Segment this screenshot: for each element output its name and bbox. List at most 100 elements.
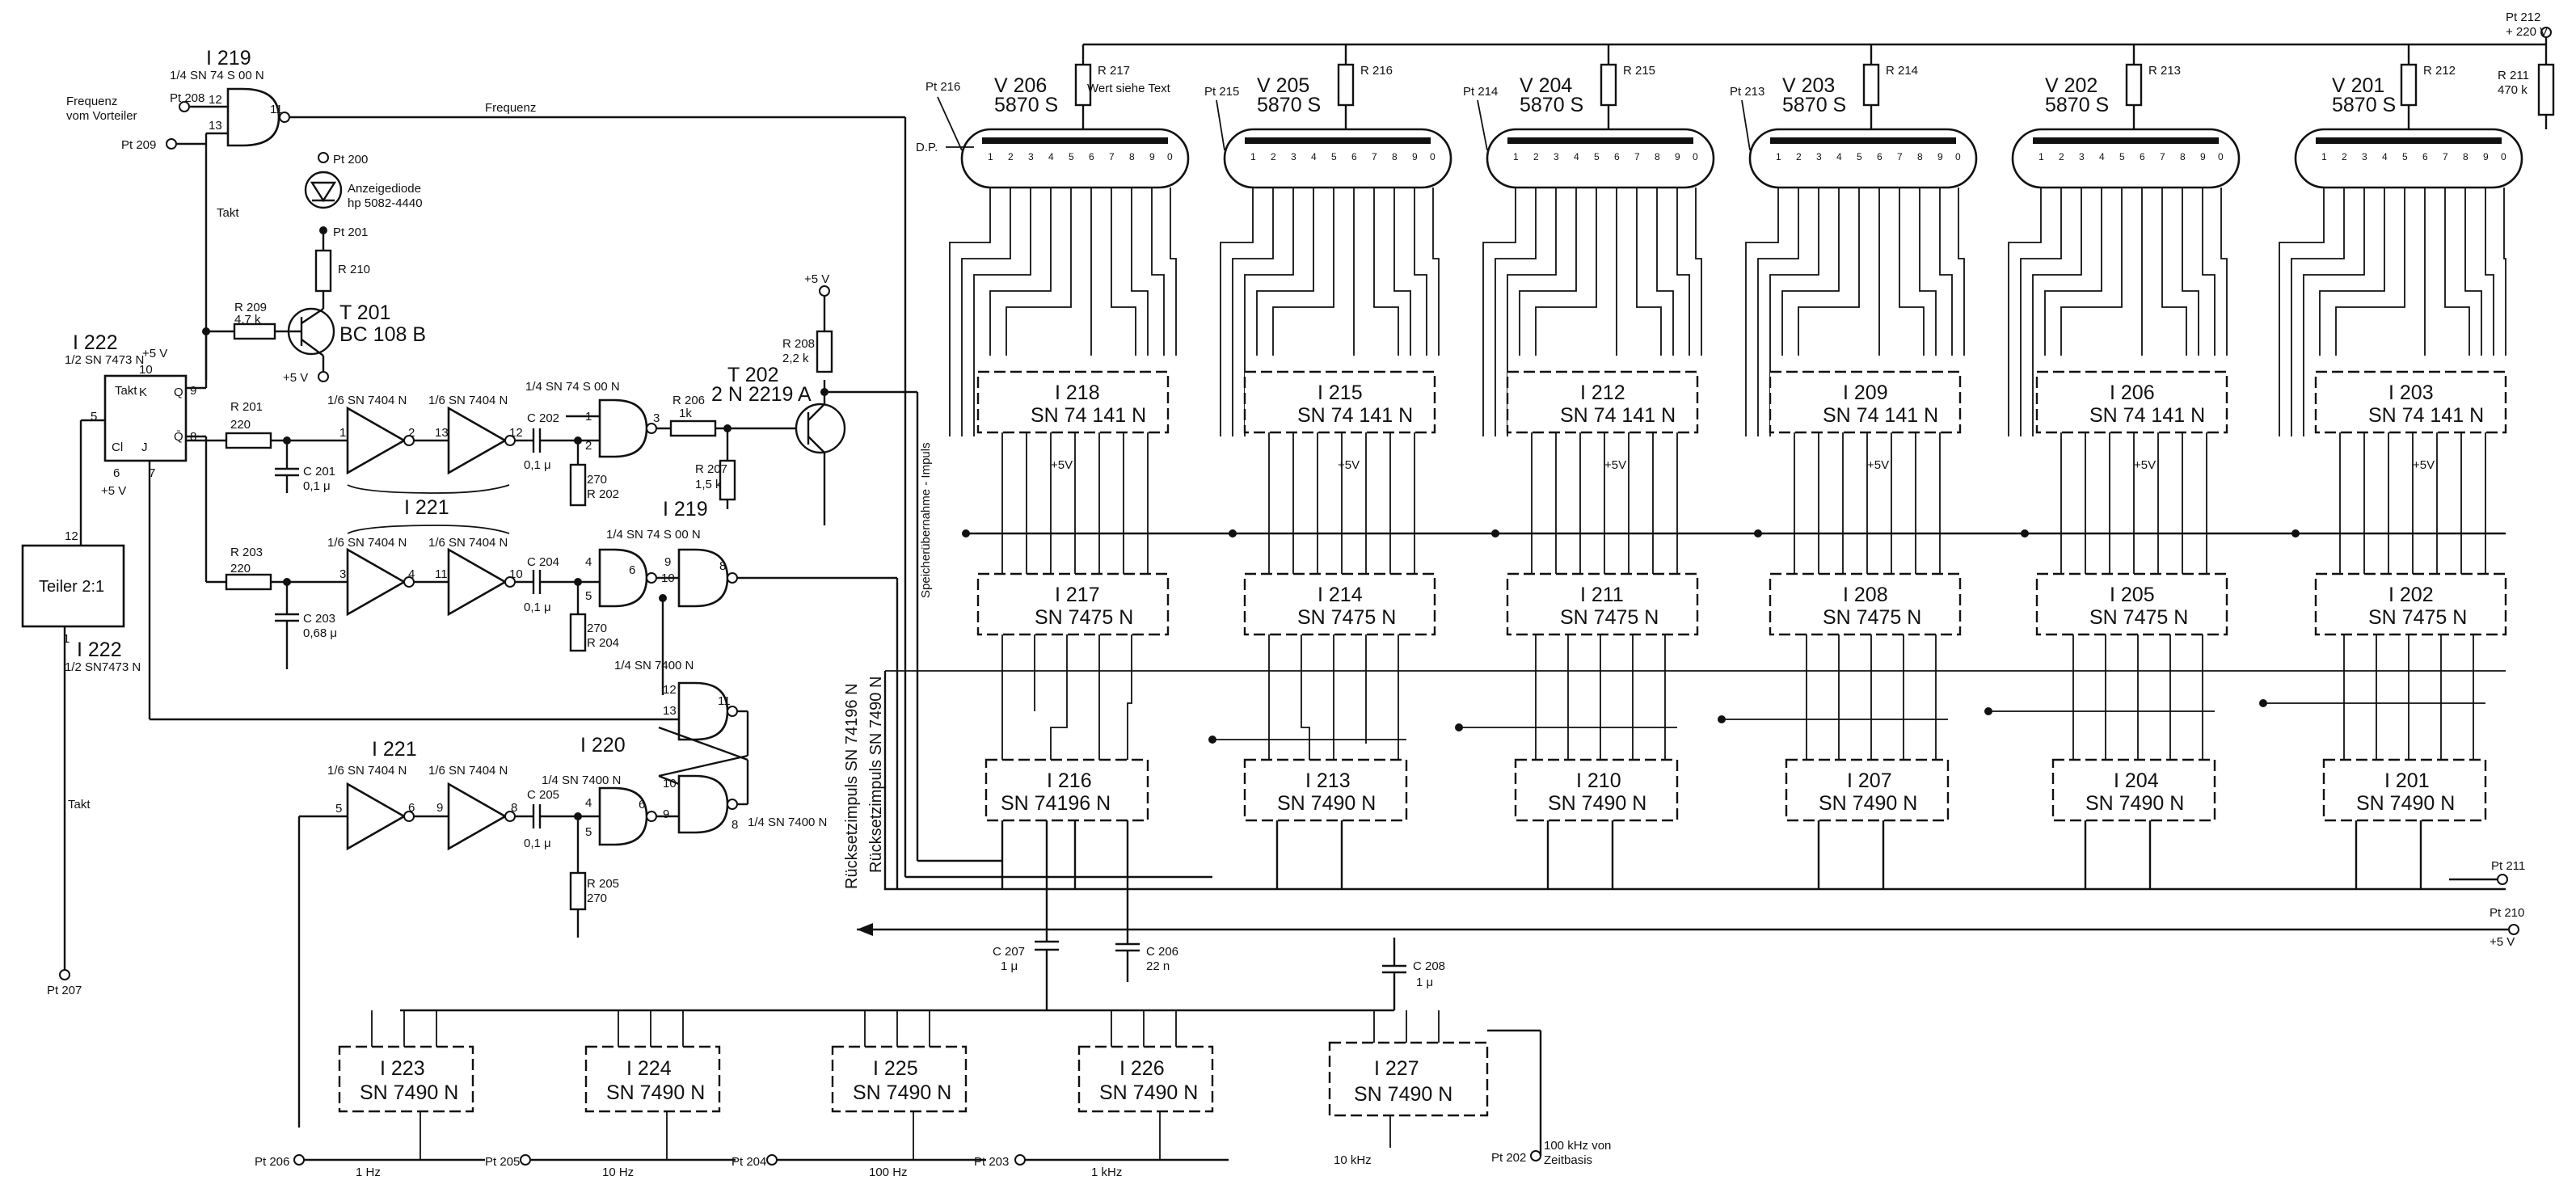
- svg-text:I 216: I 216: [1047, 769, 1092, 792]
- svg-text:+5V: +5V: [1867, 458, 1889, 472]
- tube-id: V 206: [994, 74, 1047, 97]
- svg-text:9: 9: [2483, 151, 2489, 162]
- svg-text:I 214: I 214: [1318, 584, 1363, 606]
- svg-text:K: K: [139, 386, 147, 399]
- anode-resistor: [2125, 63, 2143, 107]
- svg-text:10 Hz: 10 Hz: [602, 1166, 634, 1179]
- svg-text:5: 5: [2402, 151, 2408, 162]
- timebase-row: I 223 SN 7490 N Pt 206 1 Hz I 224 SN 749…: [255, 1010, 1611, 1179]
- pt206-terminal[interactable]: [293, 1154, 305, 1166]
- svg-text:5: 5: [2119, 151, 2125, 162]
- svg-text:10: 10: [509, 567, 523, 581]
- svg-text:SN 74 141 N: SN 74 141 N: [1823, 404, 1938, 427]
- gate-i219-mid: I 219 1/4 SN 74 S 00 N 4 5 6 9 10 8: [585, 498, 899, 889]
- svg-text:I 222: I 222: [77, 639, 122, 661]
- pt202-terminal[interactable]: [1530, 1150, 1541, 1161]
- svg-text:1/6 SN 7404 N: 1/6 SN 7404 N: [327, 764, 407, 778]
- svg-text:2: 2: [1008, 151, 1014, 162]
- cap-c207: C 207 1 μ: [993, 820, 1059, 1010]
- svg-text:Takt: Takt: [68, 798, 91, 811]
- reset-label-74196: Rücksetzimpuls SN 74196 N: [843, 683, 861, 889]
- pt208-terminal[interactable]: [179, 101, 190, 112]
- svg-text:I 215: I 215: [1318, 382, 1363, 404]
- svg-text:8: 8: [511, 801, 517, 815]
- timebase-chip: I 223 SN 7490 N Pt 206 1 Hz: [255, 1045, 485, 1179]
- svg-text:9: 9: [1149, 151, 1155, 162]
- svg-text:1/6 SN 7404 N: 1/6 SN 7404 N: [428, 536, 508, 550]
- svg-text:13: 13: [663, 704, 677, 718]
- svg-text:2,2 k: 2,2 k: [782, 352, 809, 365]
- svg-text:BC 108 B: BC 108 B: [339, 323, 426, 346]
- svg-text:I 219: I 219: [663, 498, 708, 521]
- svg-text:C 203: C 203: [303, 612, 335, 626]
- transistor-t201: R 209 4,7 k T 201 BC 108 B +5 V: [202, 301, 426, 385]
- resistor-label: R 216: [1360, 64, 1393, 78]
- svg-text:Pt 201: Pt 201: [333, 226, 368, 239]
- inverter-chain-a: R 201 220 C 201 0,1 μ 1/6 SN 7404 N 1/6 …: [186, 394, 619, 507]
- svg-text:Pt 204: Pt 204: [731, 1155, 766, 1169]
- svg-text:22 n: 22 n: [1146, 959, 1170, 973]
- svg-text:8: 8: [2180, 151, 2186, 162]
- svg-text:8: 8: [731, 818, 738, 832]
- pt212-terminal[interactable]: [2540, 27, 2552, 38]
- svg-text:100 Hz: 100 Hz: [869, 1166, 908, 1179]
- svg-text:6: 6: [639, 798, 645, 811]
- svg-text:6: 6: [2140, 151, 2145, 162]
- svg-text:6: 6: [1877, 151, 1882, 162]
- tube-id: V 203: [1782, 74, 1835, 97]
- timebase-chip: I 226 SN 7490 N Pt 203 1 kHz: [974, 1045, 1229, 1179]
- svg-text:6: 6: [1351, 151, 1357, 162]
- pt203-terminal[interactable]: [1014, 1154, 1026, 1166]
- svg-text:2: 2: [2342, 151, 2347, 162]
- svg-text:R 205: R 205: [587, 877, 619, 891]
- svg-text:8: 8: [1392, 151, 1398, 162]
- svg-text:1: 1: [2038, 151, 2044, 162]
- svg-text:220: 220: [230, 418, 251, 432]
- resistor-label: R 213: [2148, 64, 2181, 78]
- svg-text:1 kHz: 1 kHz: [1091, 1166, 1122, 1179]
- pt205-terminal[interactable]: [520, 1154, 531, 1166]
- svg-text:2: 2: [1533, 151, 1539, 162]
- latch-chip: I 205 SN 7475 N: [2035, 572, 2228, 636]
- decoder-chip: I 203 SN 74 141 N +5V: [2314, 370, 2507, 472]
- svg-text:10: 10: [663, 777, 677, 790]
- tube-pt: Pt 213: [1730, 85, 1764, 99]
- pt210-terminal[interactable]: [2508, 924, 2519, 935]
- svg-text:vom Vorteiler: vom Vorteiler: [66, 109, 137, 123]
- svg-text:1/2 SN 7473 N: 1/2 SN 7473 N: [65, 353, 144, 367]
- svg-text:2: 2: [408, 426, 415, 440]
- pt204-terminal[interactable]: [766, 1154, 778, 1166]
- svg-text:C 205: C 205: [527, 788, 559, 802]
- pt209-terminal[interactable]: [166, 138, 177, 150]
- cap-c208: C 208 1 μ: [1382, 938, 1445, 1010]
- svg-text:5: 5: [585, 825, 592, 839]
- gate-i219-input: I 219 1/4 SN 74 S 00 N 12 13 11 Pt 208 F…: [66, 47, 1212, 879]
- svg-text:3: 3: [1028, 151, 1034, 162]
- svg-text:7: 7: [2443, 151, 2448, 162]
- svg-text:Anzeigediode: Anzeigediode: [348, 182, 421, 196]
- pt200-terminal[interactable]: [318, 152, 329, 163]
- svg-text:Pt 210: Pt 210: [2490, 906, 2524, 920]
- svg-text:Takt: Takt: [115, 384, 137, 398]
- svg-text:C 206: C 206: [1146, 945, 1178, 959]
- pt211-terminal[interactable]: [2497, 874, 2508, 885]
- svg-text:3: 3: [1816, 151, 1822, 162]
- svg-text:7: 7: [1897, 151, 1903, 162]
- svg-text:SN 7490 N: SN 7490 N: [1548, 792, 1646, 815]
- svg-text:9: 9: [190, 384, 196, 398]
- svg-text:SN 74 141 N: SN 74 141 N: [1297, 404, 1413, 427]
- dp-label: D.P.: [916, 141, 938, 154]
- svg-text:SN 7490 N: SN 7490 N: [853, 1081, 951, 1104]
- svg-text:+5 V: +5 V: [101, 484, 126, 498]
- svg-text:Q: Q: [174, 386, 183, 399]
- divider-i222b: Teiler 2:1 12 1 I 222 1/2 SN7473 N Takt …: [21, 529, 141, 997]
- pt207-terminal[interactable]: [59, 969, 70, 980]
- svg-text:Zeitbasis: Zeitbasis: [1544, 1153, 1592, 1167]
- svg-text:6: 6: [629, 563, 635, 577]
- svg-text:8: 8: [1129, 151, 1135, 162]
- svg-text:3: 3: [1291, 151, 1296, 162]
- latch-chip: I 217 SN 7475 N: [976, 572, 1170, 636]
- svg-text:I 220: I 220: [580, 734, 626, 757]
- svg-text:Pt 200: Pt 200: [333, 153, 368, 167]
